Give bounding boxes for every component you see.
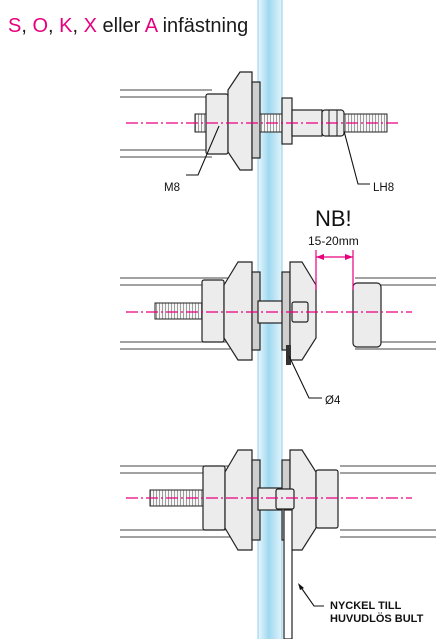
title-code-k: K bbox=[59, 15, 73, 37]
title-code-a: A bbox=[145, 15, 159, 37]
title-suffix: infästning bbox=[163, 15, 249, 37]
label-nb: NB! bbox=[315, 206, 352, 231]
label-lh8: LH8 bbox=[373, 182, 394, 194]
title-code-o: O bbox=[32, 15, 48, 37]
label-m8: M8 bbox=[164, 182, 180, 194]
label-hole: Ø4 bbox=[325, 395, 341, 407]
label-gap: 15-20mm bbox=[308, 234, 359, 248]
fitting-top bbox=[120, 71, 398, 171]
title-code-s: S bbox=[8, 15, 21, 37]
title: S, O, K, X eller A infästning bbox=[8, 15, 248, 37]
label-wrench-line1: NYCKEL TILL bbox=[330, 600, 402, 612]
title-code-x: X bbox=[84, 15, 97, 37]
hex-key bbox=[283, 509, 293, 639]
fitting-middle bbox=[120, 261, 436, 365]
fitting-bottom bbox=[120, 449, 436, 551]
title-connector: eller bbox=[103, 15, 141, 37]
label-wrench-line2: HUVUDLÖS BULT bbox=[330, 612, 424, 625]
